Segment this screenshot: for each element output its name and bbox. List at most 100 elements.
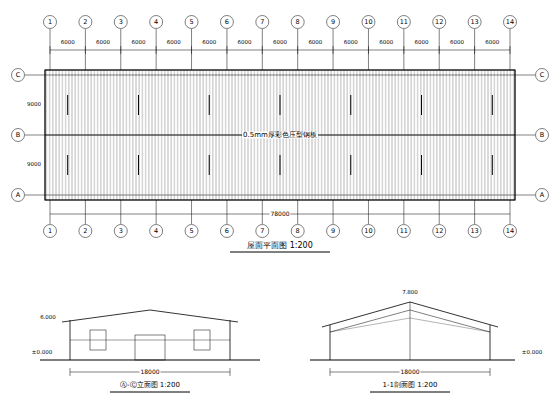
- skylight-mark: [350, 95, 351, 115]
- axis-number: 14: [506, 228, 514, 235]
- dimension-line: [50, 50, 510, 51]
- axis-line: [368, 200, 369, 224]
- axis-number: 10: [364, 19, 372, 26]
- axis-line: [474, 200, 475, 224]
- dimension: 9000: [27, 162, 41, 168]
- axis-number: 2: [83, 228, 87, 235]
- axis-number: 1: [48, 19, 52, 26]
- axis-bubble: [12, 189, 25, 202]
- axis-letter: B: [540, 132, 544, 139]
- skylight-mark: [67, 95, 68, 115]
- axis-bubble: [327, 225, 340, 238]
- axis-number: 1: [48, 228, 52, 235]
- axis-line: [50, 200, 51, 224]
- axis-number: 4: [154, 19, 158, 26]
- axis-line: [120, 200, 121, 224]
- axis-bubble: [468, 225, 481, 238]
- axis-bubble: [44, 16, 57, 29]
- axis-number: 8: [296, 19, 300, 26]
- axis-bubble: [44, 225, 57, 238]
- axis-line: [85, 200, 86, 224]
- dimension: 6000: [415, 40, 429, 46]
- drawing-title: 屋面平面图 1:200: [247, 242, 313, 250]
- axis-line: [226, 200, 227, 224]
- axis-number: 7: [260, 19, 264, 26]
- axis-bubble: [291, 16, 304, 29]
- skylight-mark: [421, 155, 422, 175]
- axis-line: [25, 75, 45, 76]
- axis-line: [510, 200, 511, 224]
- axis-number: 5: [189, 19, 193, 26]
- axis-line: [191, 29, 192, 70]
- elevation-mark: 7.800: [402, 290, 418, 296]
- axis-bubble: [504, 16, 517, 29]
- axis-number: 12: [435, 228, 443, 235]
- material-note: 0.5mm厚彩色压型钢板: [242, 132, 318, 139]
- axis-bubble: [150, 16, 163, 29]
- axis-letter: C: [16, 72, 21, 79]
- roof-outline: [45, 70, 515, 200]
- axis-line: [262, 29, 263, 70]
- roof-sheeting: [45, 70, 515, 200]
- axis-letter: B: [16, 132, 20, 139]
- axis-bubble: [114, 225, 127, 238]
- axis-bubble: [504, 225, 517, 238]
- skylight-mark: [67, 155, 68, 175]
- dimension: 78000: [269, 211, 290, 217]
- axis-line: [25, 195, 45, 196]
- axis-line: [515, 195, 535, 196]
- axis-number: 9: [331, 19, 335, 26]
- axis-bubble: [220, 225, 233, 238]
- axis-line: [120, 29, 121, 70]
- skylight-mark: [138, 155, 139, 175]
- dimension: 18000: [139, 369, 160, 375]
- axis-line: [262, 200, 263, 224]
- axis-bubble: [79, 16, 92, 29]
- axis-bubble: [12, 129, 25, 142]
- axis-line: [403, 29, 404, 70]
- dimension: 6000: [131, 40, 145, 46]
- axis-number: 14: [506, 19, 514, 26]
- axis-bubble: [220, 16, 233, 29]
- axis-line: [156, 29, 157, 70]
- skylight-mark: [280, 155, 281, 175]
- axis-line: [515, 135, 535, 136]
- axis-bubble: [536, 189, 549, 202]
- dimension: 6000: [308, 40, 322, 46]
- axis-number: 3: [119, 228, 123, 235]
- elevation-mark: ±0.000: [32, 350, 52, 356]
- axis-number: 7: [260, 228, 264, 235]
- axis-line: [333, 29, 334, 70]
- axis-bubble: [362, 16, 375, 29]
- axis-bubble: [12, 69, 25, 82]
- axis-line: [226, 29, 227, 70]
- dimension: 6000: [485, 40, 499, 46]
- elevation-mark: ±0.000: [522, 350, 542, 356]
- axis-bubble: [291, 225, 304, 238]
- dimension: 18000: [399, 369, 420, 375]
- axis-number: 4: [154, 228, 158, 235]
- axis-bubble: [468, 16, 481, 29]
- dimension: 6000: [167, 40, 181, 46]
- dimension: 6000: [238, 40, 252, 46]
- skylight-mark: [138, 95, 139, 115]
- axis-line: [85, 29, 86, 70]
- axis-bubble: [536, 69, 549, 82]
- axis-number: 10: [364, 228, 372, 235]
- skylight-mark: [280, 95, 281, 115]
- axis-number: 9: [331, 228, 335, 235]
- skylight-mark: [492, 155, 493, 175]
- axis-line: [297, 200, 298, 224]
- axis-line: [50, 29, 51, 70]
- axis-bubble: [79, 225, 92, 238]
- dimension: 6000: [273, 40, 287, 46]
- axis-line: [191, 200, 192, 224]
- axis-line: [403, 200, 404, 224]
- dimension: 6000: [450, 40, 464, 46]
- axis-bubble: [114, 16, 127, 29]
- axis-letter: A: [16, 192, 20, 199]
- axis-number: 12: [435, 19, 443, 26]
- axis-bubble: [362, 225, 375, 238]
- axis-line: [156, 200, 157, 224]
